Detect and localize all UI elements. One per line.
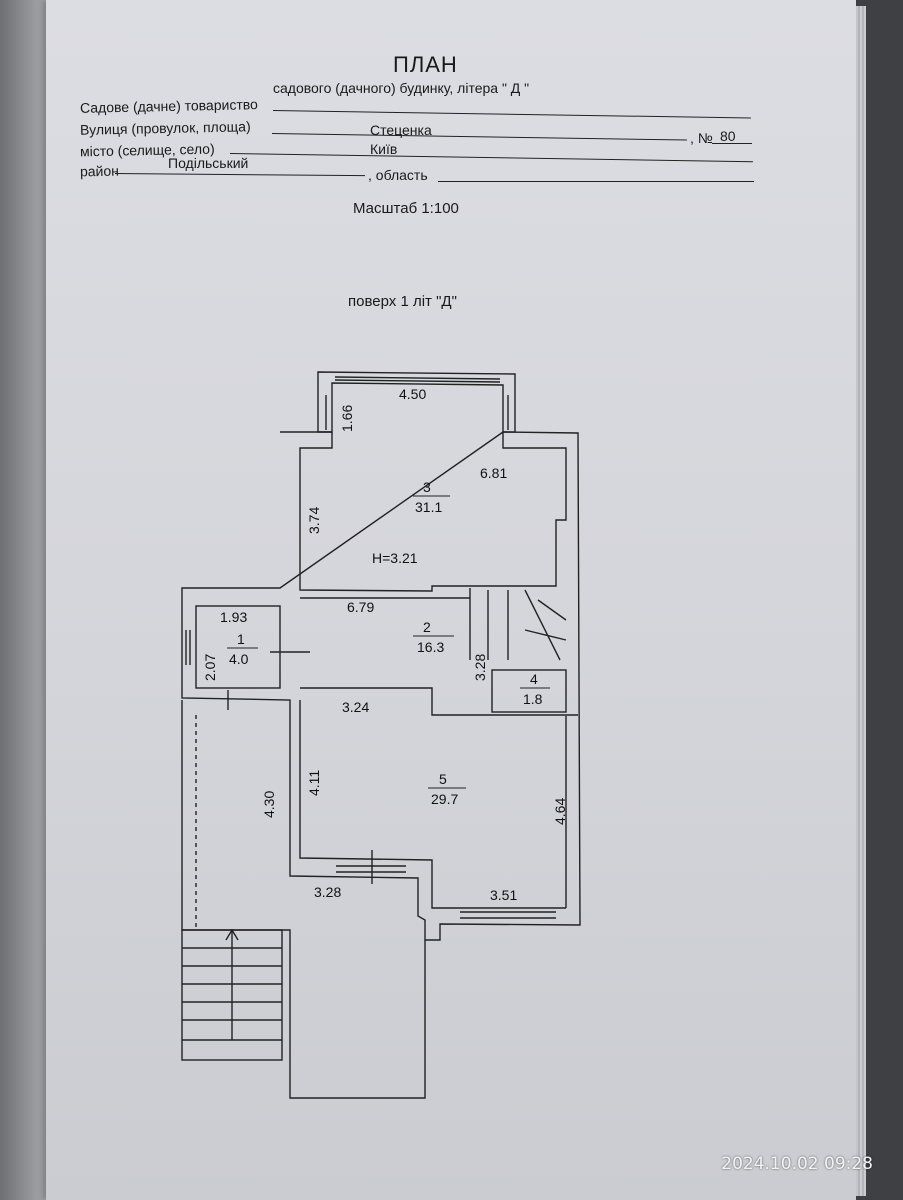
region-label: , область <box>368 167 428 183</box>
room-area: 31.1 <box>415 499 442 515</box>
room-3-label: 3 31.1 <box>413 479 450 515</box>
room-area: 16.3 <box>417 639 444 655</box>
room-2-label: 2 16.3 <box>413 619 454 655</box>
dim-room5-right: 4.64 <box>552 798 568 825</box>
plan-subtitle: садового (дачного) будинку, літера " Д " <box>273 80 530 96</box>
room-area: 29.7 <box>431 791 458 807</box>
room-number: 1 <box>237 631 245 647</box>
district-value: Подільський <box>168 155 249 171</box>
document-sheet <box>46 0 856 1200</box>
room-1-label: 1 4.0 <box>227 631 258 667</box>
dim-room5-top: 3.24 <box>342 699 369 715</box>
room-number: 3 <box>423 479 431 495</box>
dim-room3-right: 6.81 <box>480 465 507 481</box>
dim-bay-depth: 1.66 <box>339 405 355 432</box>
street-value: Стеценка <box>370 122 432 138</box>
room-area: 4.0 <box>229 651 249 667</box>
dim-room5-left: 4.11 <box>306 770 322 796</box>
dim-room2-depth: 3.28 <box>472 654 488 681</box>
photo-timestamp: 2024.10.02 09:28 <box>721 1154 873 1174</box>
dim-porch-depth: 4.30 <box>261 791 277 818</box>
room-5-label: 5 29.7 <box>428 771 466 807</box>
dim-bay-width: 4.50 <box>399 386 426 402</box>
room-4-label: 4 1.8 <box>520 671 550 707</box>
dim-room1-depth: 2.07 <box>202 654 218 681</box>
room-number: 2 <box>423 619 431 635</box>
region-underline <box>438 181 754 182</box>
room-area: 1.8 <box>523 691 543 707</box>
dim-room3-left: 3.74 <box>306 507 322 534</box>
room-number: 4 <box>530 671 538 687</box>
number-value: 80 <box>720 128 736 144</box>
plan-walls <box>181 371 581 1099</box>
scale-label: Масштаб 1:100 <box>353 200 459 217</box>
number-label: , № <box>690 130 713 146</box>
floor-label: поверх 1 літ "Д" <box>348 293 457 310</box>
dim-room2-top: 6.79 <box>347 599 374 615</box>
plan-title: ПЛАН <box>393 52 458 77</box>
number-underline <box>712 143 752 144</box>
ceiling-height: H=3.21 <box>372 550 418 566</box>
dim-room5-bottom-right: 3.51 <box>490 887 517 903</box>
dim-room1-width: 1.93 <box>220 609 247 625</box>
room-number: 5 <box>439 771 447 787</box>
dim-room5-bottom-left: 3.28 <box>314 884 341 900</box>
city-value: Київ <box>370 141 398 157</box>
